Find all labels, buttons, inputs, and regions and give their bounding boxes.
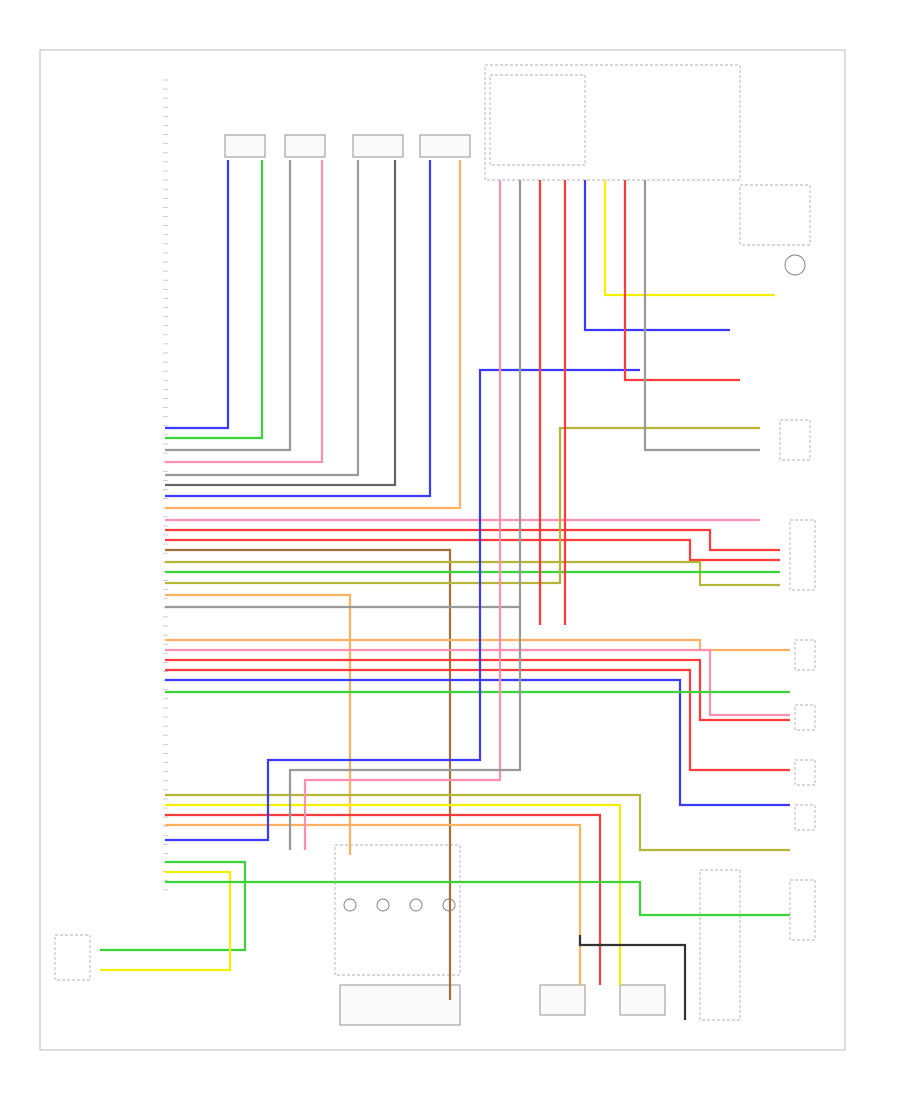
wire-pink-right-2 xyxy=(165,648,790,717)
wire-red-right-1 xyxy=(165,528,780,552)
wire-yellow-top-right xyxy=(603,180,775,297)
top-sensor-4 xyxy=(419,134,471,158)
wire-blue-sensor4 xyxy=(165,160,432,498)
wire-olive-low xyxy=(165,793,790,852)
wire-red-right-3 xyxy=(165,658,790,722)
top-sensor-2 xyxy=(284,134,326,158)
wire-black-bottom xyxy=(578,935,687,1020)
wire-blue-right xyxy=(165,678,790,807)
bottom-switch-3 xyxy=(699,869,741,1021)
wire-orange-right xyxy=(165,638,790,652)
wire-gray-top-right xyxy=(288,180,522,850)
wire-red-low xyxy=(165,813,602,985)
right-side-items xyxy=(779,419,816,941)
wire-red-top-right-3 xyxy=(623,180,740,382)
wire-blue-sensor1 xyxy=(165,160,230,430)
wire-green-sensor1 xyxy=(165,160,264,440)
wire-pink-sensor2 xyxy=(165,160,324,464)
wire-brown-down xyxy=(165,548,452,1000)
left-bottom-sensor xyxy=(54,934,91,981)
top-right-module xyxy=(484,64,811,276)
wire-yellow-sensor xyxy=(100,870,232,972)
wire-pink-top-right xyxy=(303,180,502,850)
wire-dgray-sensor3 xyxy=(165,160,397,487)
bottom-switch-2 xyxy=(619,984,666,1016)
wire-blue-loop xyxy=(165,368,640,842)
center-bottom-module xyxy=(334,844,461,1026)
wire-red-right-4 xyxy=(165,668,790,772)
wire-orange-low xyxy=(165,823,582,985)
wire-orange-sensor4 xyxy=(165,160,462,510)
wire-group xyxy=(100,160,790,1020)
diagram-frame xyxy=(39,49,846,1051)
wire-olive-right xyxy=(165,560,780,587)
wire-gray-sensor3 xyxy=(165,160,360,477)
bottom-switch-1 xyxy=(539,984,586,1016)
wire-olive-up xyxy=(165,426,760,585)
wire-green-sensor xyxy=(100,860,247,952)
wire-green-low xyxy=(165,880,790,917)
wire-orange-down xyxy=(165,593,352,855)
top-sensor-3 xyxy=(352,134,404,158)
wire-yellow-low xyxy=(165,803,622,985)
wire-gray-sensor2 xyxy=(165,160,292,452)
wire-gray-top-right-2 xyxy=(643,180,760,452)
wire-red-right-2 xyxy=(165,538,780,562)
top-sensor-1 xyxy=(224,134,266,158)
wire-blue-top-right xyxy=(583,180,730,332)
